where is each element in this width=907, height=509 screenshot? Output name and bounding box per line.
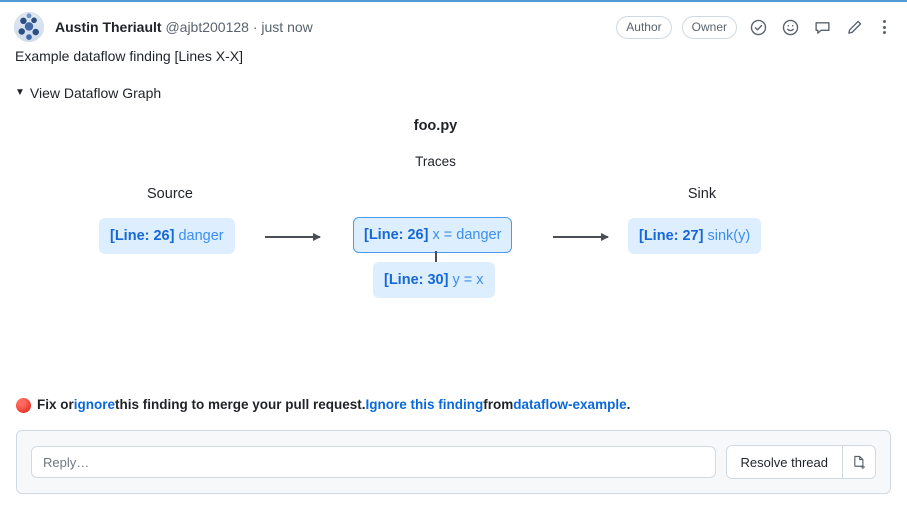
finding-notice: Fix or ignore this finding to merge your…: [16, 395, 630, 415]
graph-arrow-trace-to-sink: [553, 232, 609, 241]
check-circle-icon[interactable]: [747, 16, 769, 38]
reply-composer: Resolve thread: [16, 430, 891, 494]
comment-icon[interactable]: [811, 16, 833, 38]
ignore-link[interactable]: ignore: [73, 397, 116, 412]
dataflow-graph-disclosure[interactable]: ▼ View Dataflow Graph: [15, 83, 161, 103]
graph-source-label: Source: [147, 186, 193, 202]
graph-node-trace-2[interactable]: [Line: 30] y = x: [373, 262, 495, 298]
graph-sink-label: Sink: [687, 186, 717, 202]
graph-traces-label: Traces: [415, 154, 456, 169]
node-code: x = danger: [432, 227, 502, 243]
avatar[interactable]: [14, 12, 44, 42]
node-line-number: [Line: 26]: [110, 228, 175, 244]
new-file-icon[interactable]: [842, 446, 875, 478]
node-code: danger: [178, 228, 224, 244]
notice-from: from: [483, 397, 514, 412]
notice-middle: this finding to merge your pull request.: [115, 397, 366, 412]
graph-node-trace-1[interactable]: [Line: 26] x = danger: [353, 217, 513, 253]
emoji-icon[interactable]: [779, 16, 801, 38]
ignore-this-finding-link[interactable]: Ignore this finding: [365, 397, 484, 412]
author-line: Austin Theriault @ajbt200128 · just now: [55, 17, 313, 37]
node-line-number: [Line: 30]: [384, 272, 449, 288]
notice-prefix: Fix or: [37, 397, 74, 412]
graph-node-sink[interactable]: [Line: 27] sink(y): [628, 218, 762, 254]
composer-button-group: Resolve thread: [725, 445, 876, 479]
reply-input[interactable]: [31, 446, 716, 478]
dataflow-graph: foo.py Traces Source Sink [Line: 26] dan…: [0, 110, 907, 365]
node-code: y = x: [452, 272, 484, 288]
top-border-rule: [0, 0, 907, 2]
kebab-menu-icon[interactable]: [875, 16, 893, 38]
resolve-thread-button[interactable]: Resolve thread: [726, 446, 842, 478]
author-meta: @ajbt200128 · just now: [165, 19, 313, 35]
red-circle-icon: [16, 397, 31, 413]
node-line-number: [Line: 26]: [364, 227, 429, 243]
graph-arrow-source-to-trace: [265, 232, 321, 241]
graph-node-source[interactable]: [Line: 26] danger: [99, 218, 235, 254]
finding-title: Example dataflow finding [Lines X-X]: [15, 48, 244, 64]
badge-owner: Owner: [681, 15, 737, 39]
node-line-number: [Line: 27]: [639, 228, 704, 244]
disclosure-label: View Dataflow Graph: [29, 85, 162, 101]
graph-filename: foo.py: [413, 118, 458, 134]
pencil-icon[interactable]: [843, 16, 865, 38]
project-link[interactable]: dataflow-example: [513, 397, 627, 412]
comment-header: Austin Theriault @ajbt200128 · just now …: [14, 10, 893, 44]
badge-author: Author: [616, 15, 672, 39]
triangle-down-icon: ▼: [15, 87, 25, 98]
notice-suffix: .: [626, 397, 631, 412]
author-name[interactable]: Austin Theriault: [55, 19, 162, 35]
header-actions: Author Owner: [616, 15, 893, 39]
node-code: sink(y): [707, 228, 751, 244]
